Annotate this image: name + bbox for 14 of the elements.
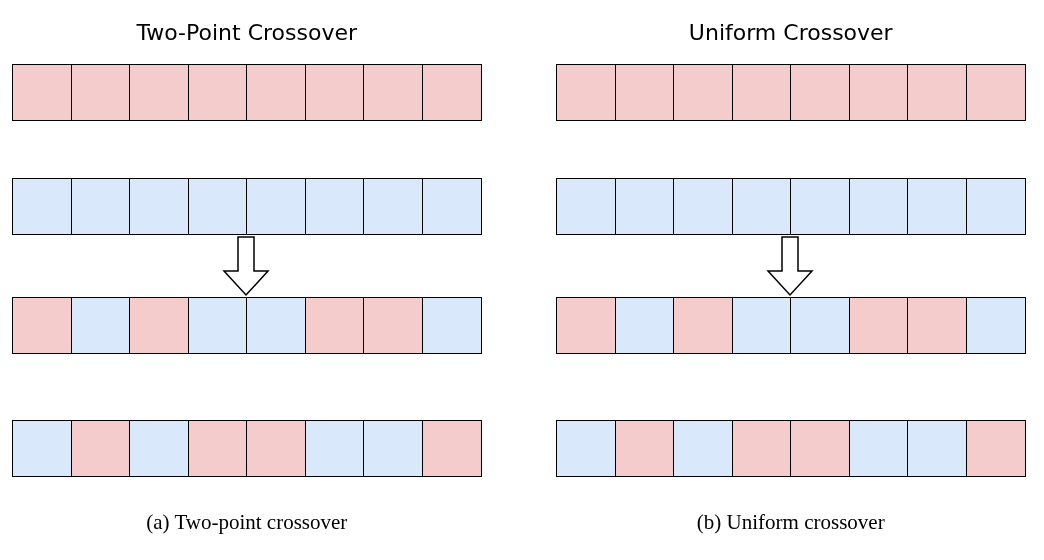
panel-title: Two-Point Crossover [136,20,358,45]
arrow [766,236,814,297]
chromosome-strip [12,64,482,121]
panel-title: Uniform Crossover [688,20,893,45]
chromosome-strip [12,297,482,354]
chromosome-strip [12,420,482,477]
figure-caption: (a) Two-point crossover [146,510,348,535]
chromosome-strip [556,178,1026,235]
chromosome-strip [12,178,482,235]
chromosome-strip [556,64,1026,121]
arrow [222,236,270,297]
chromosome-strip [556,420,1026,477]
chromosome-strip [556,297,1026,354]
figure-caption: (b) Uniform crossover [696,510,885,535]
